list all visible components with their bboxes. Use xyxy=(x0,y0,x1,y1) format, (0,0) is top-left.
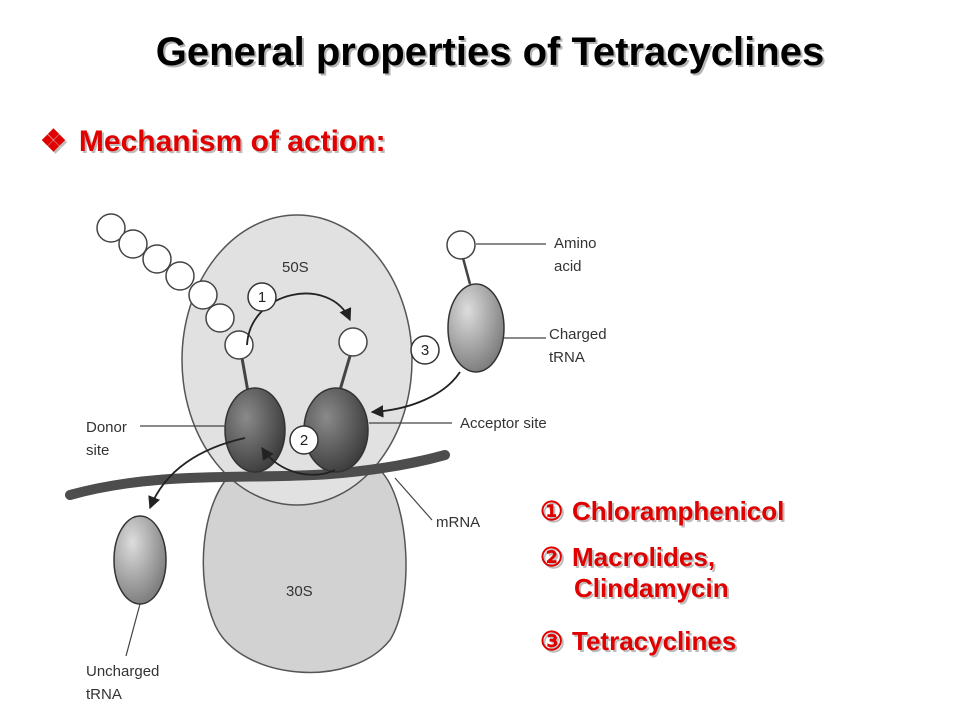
legend-number: ② xyxy=(540,542,564,572)
page-title: General properties of Tetracyclines xyxy=(155,30,825,74)
label-50s: 50S xyxy=(282,259,309,276)
svg-text:2: 2 xyxy=(300,432,308,449)
label-amino-acid: Amino acid xyxy=(554,235,601,275)
arrow-translocation xyxy=(261,446,336,476)
step-marker-2: 2 xyxy=(289,425,319,455)
legend-text: Tetracyclines xyxy=(572,626,737,656)
section-heading-text: Mechanism of action: xyxy=(78,125,386,158)
label-donor-site: Donor site xyxy=(86,419,131,459)
arrow-trna-binding xyxy=(370,371,461,418)
section-heading: ❖ Mechanism of action: xyxy=(40,124,386,159)
step-marker-1: 1 xyxy=(247,282,277,312)
svg-text:1: 1 xyxy=(258,289,266,306)
label-charged-trna: Charged tRNA xyxy=(549,326,611,366)
legend-item-1: ① Chloramphenicol xyxy=(540,496,784,527)
label-mrna: mRNA xyxy=(436,514,480,531)
legend-text: Chloramphenicol xyxy=(572,496,785,526)
legend-text-continued: Clindamycin xyxy=(574,573,729,603)
step-marker-3: 3 xyxy=(410,335,440,365)
arrow-peptidyl-transfer xyxy=(246,292,352,346)
acceptor-amino-acid xyxy=(338,327,368,357)
mrna-strand xyxy=(65,450,450,500)
legend-text: Macrolides, xyxy=(572,542,716,572)
incoming-amino-acid xyxy=(446,230,476,260)
diamond-bullet-icon: ❖ xyxy=(40,125,67,158)
legend-item-3: ③ Tetracyclines xyxy=(540,626,736,657)
small-subunit-30s xyxy=(202,469,407,674)
arrow-trna-release xyxy=(148,437,246,510)
legend-item-2: ② Macrolides, Clindamycin xyxy=(540,542,729,604)
svg-text:3: 3 xyxy=(421,342,429,359)
donor-trna xyxy=(224,387,286,473)
charged-trna xyxy=(447,283,505,373)
legend-number: ③ xyxy=(540,626,564,656)
label-acceptor-site: Acceptor site xyxy=(460,415,547,432)
label-30s: 30S xyxy=(286,583,313,600)
legend-number: ① xyxy=(540,496,564,526)
uncharged-trna xyxy=(113,515,167,605)
peptide-chain xyxy=(96,213,254,360)
label-uncharged-trna: Uncharged tRNA xyxy=(86,663,164,703)
